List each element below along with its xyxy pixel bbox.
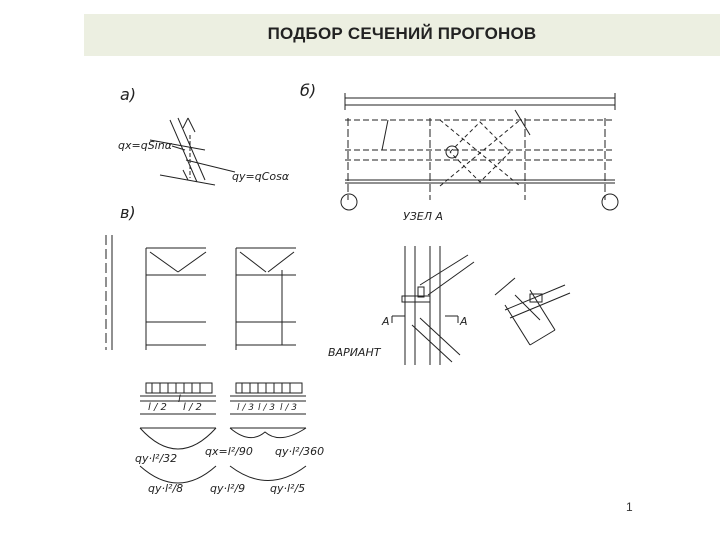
slide-title: ПОДБОР СЕЧЕНИЙ ПРОГОНОВ bbox=[267, 24, 537, 43]
panel-a bbox=[149, 117, 236, 186]
panel-b bbox=[340, 93, 619, 211]
span-l: l bbox=[178, 394, 181, 405]
section-mark-left: А bbox=[381, 315, 390, 328]
variant-label: ВАРИАНТ bbox=[328, 346, 382, 359]
qx-formula: qx=qSinα bbox=[118, 139, 173, 152]
panel-v bbox=[105, 235, 296, 350]
page-number: 1 bbox=[626, 500, 633, 514]
span-third-2: l / 3 bbox=[258, 403, 275, 413]
span-third-3: l / 3 bbox=[280, 403, 297, 413]
span-half-2: l / 2 bbox=[183, 402, 202, 413]
moment-y1: qy·l²/8 bbox=[148, 482, 183, 495]
panel-a-label: а) bbox=[120, 85, 136, 104]
qy-formula: qy=qCosα bbox=[232, 170, 290, 183]
load-diagrams bbox=[139, 382, 307, 484]
span-half-1: l / 2 bbox=[148, 402, 167, 413]
moment-y3: qy·l²/5 bbox=[270, 482, 305, 495]
panel-b-label: б) bbox=[300, 81, 316, 100]
moment-half: qy·l²/32 bbox=[135, 452, 177, 465]
moment-mid: qx=l²/90 bbox=[205, 445, 253, 458]
section-aa bbox=[494, 277, 571, 346]
node-a bbox=[391, 246, 475, 365]
moment-y2: qy·l²/9 bbox=[210, 482, 245, 495]
node-label: УЗЕЛ А bbox=[403, 210, 443, 223]
moment-third: qy·l²/360 bbox=[275, 445, 324, 458]
panel-v-label: в) bbox=[120, 203, 136, 222]
title-bar: ПОДБОР СЕЧЕНИЙ ПРОГОНОВ bbox=[84, 14, 720, 56]
section-mark-right: А bbox=[459, 315, 468, 328]
span-third-1: l / 3 bbox=[237, 403, 254, 413]
